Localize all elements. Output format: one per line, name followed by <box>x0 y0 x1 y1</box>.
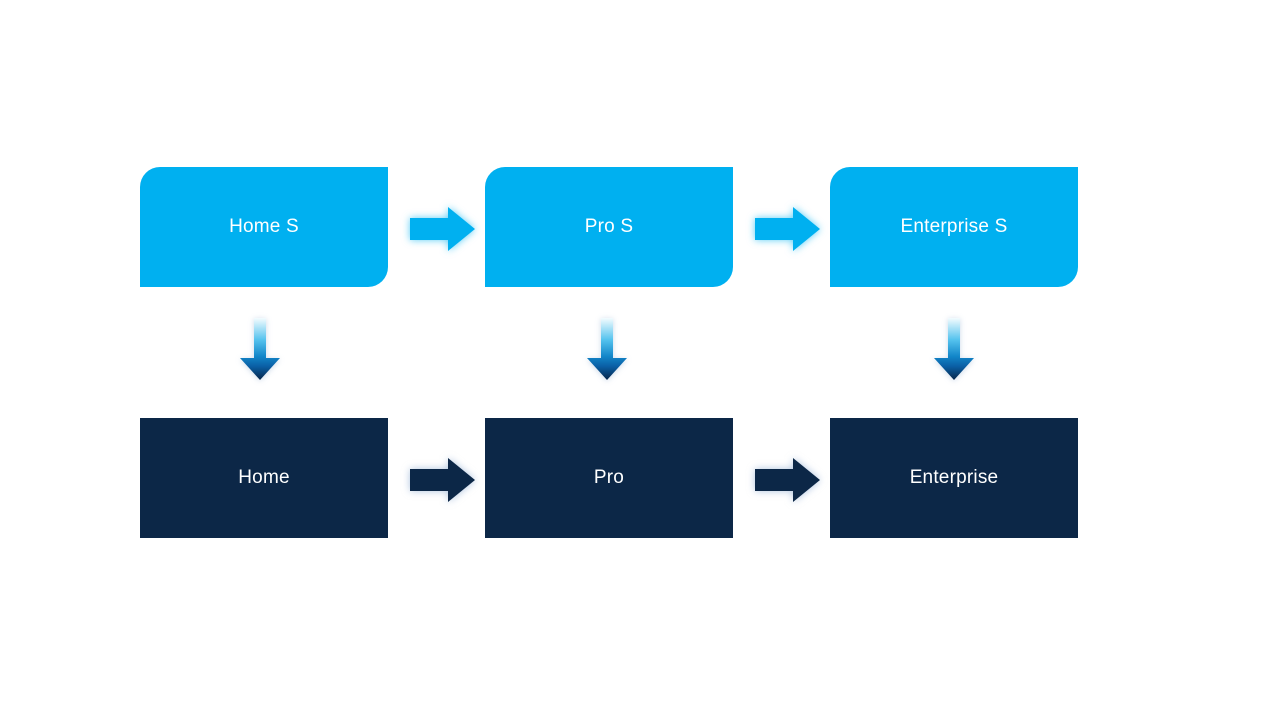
down-arrow-shape <box>587 318 627 380</box>
right-arrow-shape <box>755 207 820 251</box>
right-arrow-icon <box>755 207 820 251</box>
right-arrow-shape <box>410 207 475 251</box>
node-pro: Pro <box>485 418 733 538</box>
node-home: Home <box>140 418 388 538</box>
down-arrow-shape <box>934 318 974 380</box>
right-arrow-icon <box>410 207 475 251</box>
down-arrow-icon <box>934 318 974 380</box>
node-home-s: Home S <box>140 167 388 287</box>
node-pro-s-label: Pro S <box>584 216 634 237</box>
node-pro-label: Pro <box>593 467 625 488</box>
right-arrow-shape <box>410 458 475 502</box>
right-arrow-icon <box>410 458 475 502</box>
right-arrow-shape <box>755 458 820 502</box>
node-enterprise-s-label: Enterprise S <box>900 216 1008 237</box>
down-arrow-icon <box>587 318 627 380</box>
node-enterprise-s: Enterprise S <box>830 167 1078 287</box>
down-arrow-icon <box>240 318 280 380</box>
right-arrow-icon <box>755 458 820 502</box>
node-enterprise: Enterprise <box>830 418 1078 538</box>
node-home-label: Home <box>238 467 290 488</box>
node-pro-s: Pro S <box>485 167 733 287</box>
node-enterprise-label: Enterprise <box>909 467 999 488</box>
node-home-s-label: Home S <box>229 216 299 237</box>
down-arrow-shape <box>240 318 280 380</box>
